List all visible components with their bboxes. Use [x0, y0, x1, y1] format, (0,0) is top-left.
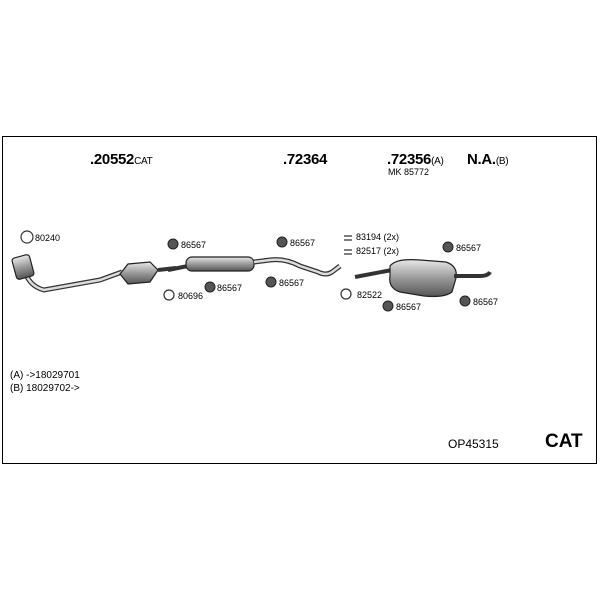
- part-label-86567: 86567: [473, 297, 499, 307]
- part-label-86567: 86567: [396, 302, 422, 312]
- cat-badge: CAT: [545, 431, 583, 452]
- rear-silencer: [354, 259, 492, 298]
- diagram-code: OP45315: [448, 437, 499, 451]
- part-label-mk: MK 85772: [388, 167, 430, 177]
- center-pipe: [167, 256, 342, 277]
- part-label-83194: 83194 (2x): [356, 232, 400, 242]
- part-label-82517: 82517 (2x): [356, 246, 400, 256]
- part-label-86567: 86567: [217, 283, 243, 293]
- hanger-icon: [265, 276, 277, 288]
- part-label-86567: 86567: [456, 243, 482, 253]
- part-label-80696: 80696: [178, 291, 204, 301]
- diagram-frame: [2, 136, 597, 464]
- gasket-icon: [340, 288, 352, 300]
- part-label-82522: 82522: [357, 290, 383, 300]
- part-label-86567: 86567: [279, 278, 305, 288]
- part-label-86567: 86567: [181, 240, 207, 250]
- clamp-icon: [163, 289, 175, 301]
- part-label-na: N.A.(B): [467, 151, 509, 168]
- note-a: (A) ->18029701: [10, 370, 80, 381]
- hanger-icon: [459, 295, 471, 307]
- part-label-20552: .20552CAT: [90, 151, 153, 168]
- hanger-icon: [204, 281, 216, 293]
- hanger-icon: [167, 238, 179, 250]
- bolt-icon: [344, 235, 352, 241]
- note-b: (B) 18029702->: [10, 383, 80, 394]
- part-label-72364: .72364: [283, 151, 328, 168]
- part-label-80240: 80240: [35, 233, 61, 243]
- spring-icon: [344, 249, 352, 255]
- part-label-86567: 86567: [290, 238, 316, 248]
- hanger-icon: [382, 300, 394, 312]
- front-pipe-catalyst: [11, 254, 177, 293]
- part-label-72356: .72356(A): [387, 151, 444, 168]
- hanger-icons: [20, 230, 471, 312]
- gasket-icon: [20, 230, 34, 244]
- hanger-icon: [442, 241, 454, 253]
- hanger-icon: [276, 236, 288, 248]
